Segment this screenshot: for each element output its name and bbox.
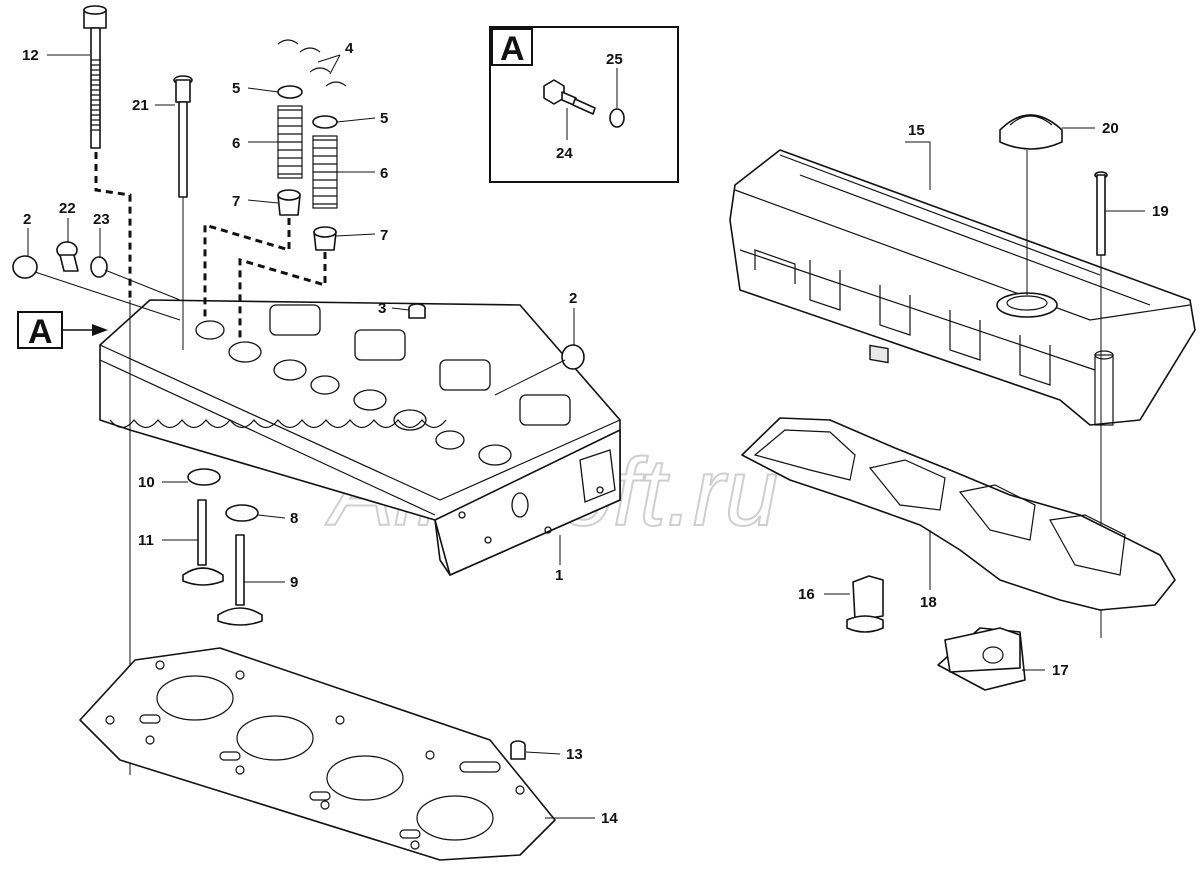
temperature-sensor (543, 79, 596, 115)
intake-valve (217, 534, 263, 626)
callout-14: 14 (601, 810, 618, 827)
callout-2-left: 2 (23, 211, 31, 228)
callout-5-right: 5 (380, 110, 388, 127)
sealing-washer (609, 108, 625, 128)
callout-6-right: 6 (380, 165, 388, 182)
callout-21: 21 (132, 97, 149, 114)
detail-view-a: A 25 24 (489, 26, 679, 183)
detail-view-a-label: A (500, 30, 525, 68)
callout-16: 16 (798, 586, 815, 603)
sealing-ring (90, 256, 108, 278)
head-bolt-short (173, 75, 193, 198)
expansion-plug-right (561, 344, 585, 370)
gasket-dowel-sleeve (510, 740, 526, 760)
cylinder-head-gasket (79, 647, 556, 861)
seal-plug (846, 575, 884, 633)
cylinder-head (99, 299, 621, 576)
callout-24: 24 (556, 145, 573, 162)
callout-15: 15 (908, 122, 925, 139)
callout-6-left: 6 (232, 135, 240, 152)
callout-7-right: 7 (380, 227, 388, 244)
rubber-seal-block (937, 627, 1026, 691)
valve-stem-seal (277, 189, 337, 251)
dowel-pin (408, 303, 426, 319)
valve-cover-gasket (741, 417, 1176, 611)
callout-7-left: 7 (232, 193, 240, 210)
callout-25: 25 (606, 51, 623, 68)
view-a-arrow: A (17, 311, 108, 351)
cover-bolt (1094, 171, 1108, 256)
callout-20: 20 (1102, 120, 1119, 137)
callout-5-left: 5 (232, 80, 240, 97)
oil-filler-cap (999, 114, 1063, 150)
callout-11: 11 (138, 532, 154, 549)
spring-retainer (277, 85, 338, 129)
callout-4: 4 (345, 40, 354, 57)
callout-19: 19 (1152, 203, 1169, 220)
callout-leaders (27, 54, 1145, 819)
callout-17: 17 (1052, 662, 1069, 679)
head-bolt-long (83, 5, 107, 149)
svg-text:A: A (28, 313, 53, 351)
exhaust-valve (182, 499, 224, 586)
callout-23: 23 (93, 211, 110, 228)
callout-18: 18 (920, 594, 937, 611)
callout-22: 22 (59, 200, 76, 217)
valve-spring (277, 105, 338, 209)
callout-9: 9 (290, 574, 298, 591)
callout-12: 12 (22, 47, 39, 64)
threaded-plug (56, 241, 79, 272)
expansion-plug-left (12, 255, 38, 279)
callout-1: 1 (555, 567, 563, 584)
callout-2-right: 2 (569, 290, 577, 307)
callout-13: 13 (566, 746, 583, 763)
valve-cover (729, 149, 1196, 426)
callout-3: 3 (378, 300, 386, 317)
valve-seat-insert (187, 468, 259, 522)
callout-8: 8 (290, 510, 298, 527)
valve-keepers (277, 39, 347, 87)
callout-10: 10 (138, 474, 155, 491)
